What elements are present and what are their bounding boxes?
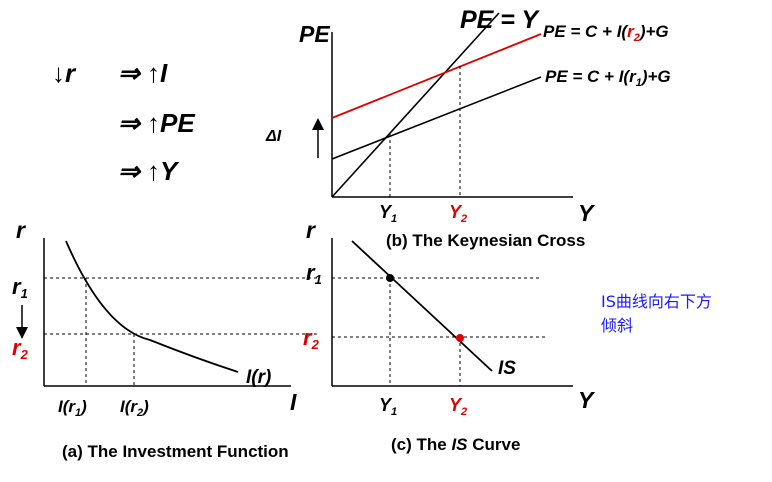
is-tick-y1-main: Y xyxy=(379,395,393,415)
is-x-axis-label: Y xyxy=(578,387,596,413)
is-r2-sub: 2 xyxy=(311,337,320,352)
is-point-2 xyxy=(456,334,464,342)
panel-is-curve: r Y r1 r2 IS Y1 Y2 (c) The IS Curve xyxy=(303,217,596,454)
chain-line-1-left: ↓r xyxy=(52,58,77,88)
inv-r1-sub: 1 xyxy=(21,286,28,301)
kc-tick-y1: Y1 xyxy=(379,202,397,225)
is-tick-y1: Y1 xyxy=(379,395,397,418)
is-caption-prefix: (c) The xyxy=(391,435,451,454)
kc-pe-r2-suffix: )+G xyxy=(638,22,669,41)
inv-r1-label: r1 xyxy=(12,274,28,301)
is-r1-sub: 1 xyxy=(315,272,322,287)
kc-pe-r2-prefix: PE = C + I( xyxy=(543,22,629,41)
inv-r2-label: r2 xyxy=(12,335,29,362)
kc-pe-r1-rate: r xyxy=(629,67,637,86)
inv-curve-label: I(r) xyxy=(246,367,271,388)
kc-45-degree-line xyxy=(331,12,500,198)
inv-tick-ir2-close: ) xyxy=(141,397,149,416)
inv-r2-main: r xyxy=(12,335,22,360)
kc-tick-y2-sub: 2 xyxy=(460,213,467,225)
kc-pe-r1-prefix: PE = C + I( xyxy=(545,67,631,86)
inv-tick-ir1-main: I(r xyxy=(58,397,76,416)
kc-y-axis-label: PE xyxy=(299,21,330,47)
inv-tick-ir2-main: I(r xyxy=(120,397,138,416)
kc-pe-r1-sub: 1 xyxy=(636,77,642,89)
is-point-1 xyxy=(386,274,394,282)
inv-r2-sub: 2 xyxy=(20,347,29,362)
is-caption-suffix: Curve xyxy=(468,435,521,454)
logic-chain: ↓r ⇒ ↑I ⇒ ↑PE ⇒ ↑Y xyxy=(52,58,195,186)
is-r2-label: r2 xyxy=(303,325,320,352)
inv-tick-ir1: I(r1) xyxy=(58,397,87,419)
side-note-line-2: 倾斜 xyxy=(601,316,633,335)
panel-investment-function: r I r1 r2 I(r) I(r1) I(r2) (a) The Inves… xyxy=(12,217,317,461)
kc-tick-y2-main: Y xyxy=(449,202,463,222)
kc-x-axis-label: Y xyxy=(578,200,596,226)
kc-delta-i-label: ΔI xyxy=(265,128,282,145)
inv-curve-label-main: I(r) xyxy=(246,367,271,388)
is-r2-main: r xyxy=(303,325,313,350)
chain-line-1-right: ⇒ ↑I xyxy=(118,58,168,88)
kc-45-line-label: PE = Y xyxy=(460,6,540,34)
chain-line-2: ⇒ ↑PE xyxy=(118,108,195,138)
kc-caption: (b) The Keynesian Cross xyxy=(386,231,585,250)
kc-pe-r2-rate: r xyxy=(627,22,635,41)
is-curve-label: IS xyxy=(498,358,516,379)
is-y-axis-label: r xyxy=(306,217,316,243)
kc-pe-r1-label: PE = C + I(r1)+G xyxy=(545,67,671,89)
is-r1-main: r xyxy=(306,260,316,285)
kc-tick-y1-sub: 1 xyxy=(391,213,397,225)
panel-keynesian-cross: ΔI PE Y PE = Y PE = C + I(r2)+G PE = C +… xyxy=(265,6,671,250)
is-r1-label: r1 xyxy=(306,260,322,287)
kc-pe-line-r2 xyxy=(331,33,542,119)
inv-tick-ir1-sub: 1 xyxy=(75,407,81,419)
kc-tick-y1-main: Y xyxy=(379,202,393,222)
inv-tick-ir2: I(r2) xyxy=(120,397,149,419)
is-curve-line xyxy=(351,240,493,372)
side-note: IS曲线向右下方 倾斜 xyxy=(601,292,712,335)
kc-pe-r2-sub: 2 xyxy=(633,32,640,44)
is-tick-y2-main: Y xyxy=(449,395,463,415)
side-note-line-1: IS曲线向右下方 xyxy=(601,292,712,311)
kc-pe-line-r1 xyxy=(331,76,542,160)
is-caption-is: IS xyxy=(451,435,468,454)
inv-y-axis-label: r xyxy=(16,217,26,243)
kc-pe-r2-label: PE = C + I(r2)+G xyxy=(543,22,669,44)
inv-x-axis-label: I xyxy=(290,389,297,415)
inv-tick-ir1-close: ) xyxy=(79,397,87,416)
is-tick-y2-sub: 2 xyxy=(460,406,467,418)
kc-pe-r1-suffix: )+G xyxy=(640,67,671,86)
inv-caption: (a) The Investment Function xyxy=(62,442,289,461)
kc-tick-y2: Y2 xyxy=(449,202,467,225)
inv-tick-ir2-sub: 2 xyxy=(136,407,143,419)
is-caption: (c) The IS Curve xyxy=(391,435,520,454)
inv-r1-main: r xyxy=(12,274,22,299)
is-tick-y1-sub: 1 xyxy=(391,406,397,418)
chain-line-3: ⇒ ↑Y xyxy=(118,156,180,186)
inv-curve xyxy=(65,240,239,373)
is-tick-y2: Y2 xyxy=(449,395,467,418)
